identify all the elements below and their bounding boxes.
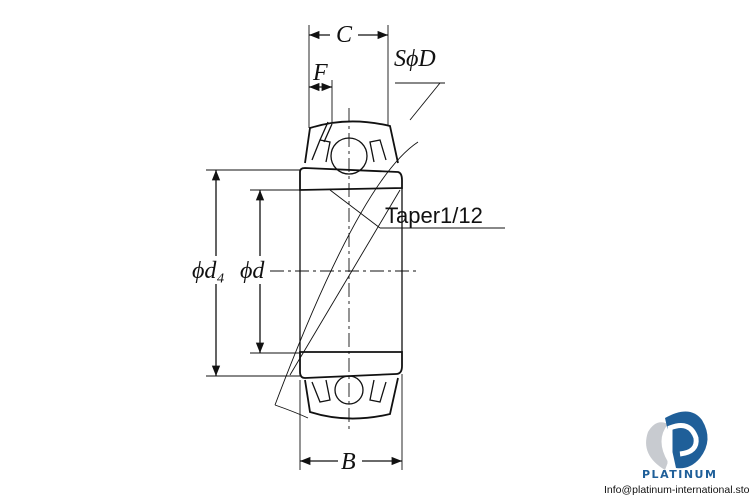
center-lines <box>270 108 420 430</box>
logo-brand: PLATINUM <box>642 468 717 481</box>
label-phi-d4: ϕd₄ <box>192 258 225 284</box>
platinum-logo: PLATINUM <box>642 411 717 481</box>
outer-ring-bottom <box>304 375 399 420</box>
label-B: B <box>341 449 356 475</box>
contact-email[interactable]: Info@platinum-international.store <box>604 484 750 496</box>
label-SphiD: SϕD <box>394 46 436 72</box>
label-taper: Taper1/12 <box>385 203 483 228</box>
label-C: C <box>336 22 353 48</box>
label-F: F <box>312 60 328 86</box>
label-phi-d: ϕd <box>240 258 265 284</box>
outer-ring-top <box>304 120 399 175</box>
